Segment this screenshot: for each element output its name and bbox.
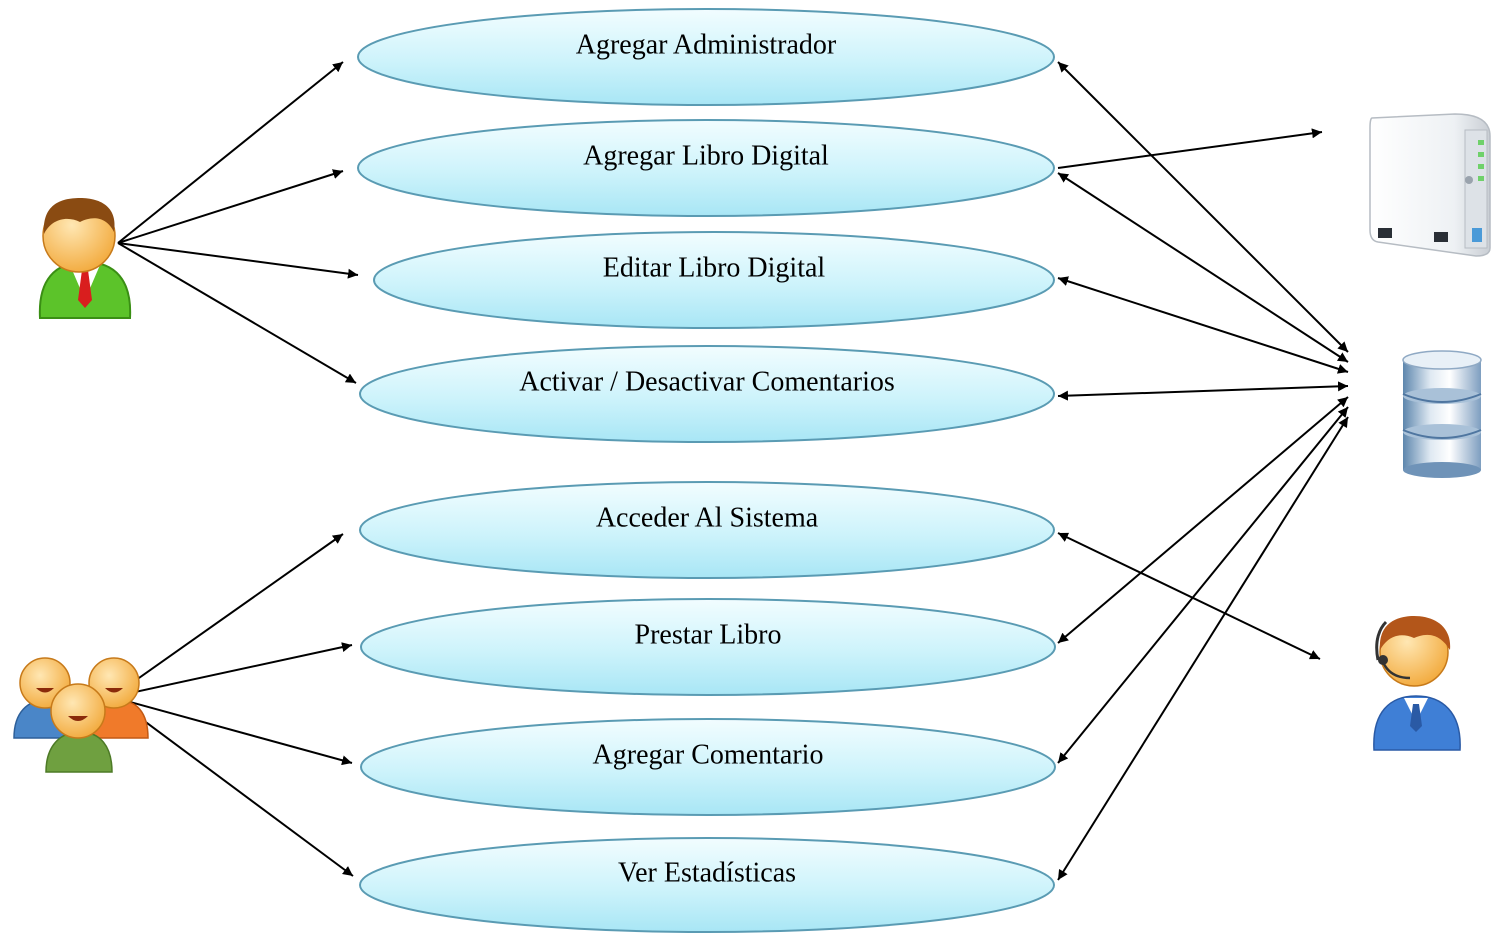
arrow-admin-activar-comentarios bbox=[117, 242, 357, 384]
arrow-db-agregar-libro bbox=[1057, 172, 1349, 363]
arrow-db-agregar-administrador bbox=[1057, 61, 1349, 353]
use-case-label: Prestar Libro bbox=[635, 619, 782, 650]
user-group-icon bbox=[13, 657, 149, 773]
arrow-db-editar-libro bbox=[1057, 276, 1349, 374]
use-case-label: Editar Libro Digital bbox=[603, 252, 826, 283]
admin-user-icon bbox=[38, 198, 132, 319]
use-case-ver-estadisticas[interactable]: Ver Estadísticas bbox=[359, 837, 1055, 933]
use-case-label: Agregar Comentario bbox=[593, 739, 824, 770]
arrow-users-comentario bbox=[111, 696, 353, 766]
use-case-agregar-libro-digital[interactable]: Agregar Libro Digital bbox=[357, 119, 1055, 217]
use-case-editar-libro-digital[interactable]: Editar Libro Digital bbox=[373, 231, 1055, 329]
server-icon bbox=[1369, 113, 1491, 257]
arrow-server-agregar-libro bbox=[1057, 128, 1323, 169]
arrow-db-activar-comentarios bbox=[1057, 381, 1349, 401]
arrow-users-estadisticas bbox=[111, 696, 354, 877]
use-case-label: Ver Estadísticas bbox=[618, 857, 796, 888]
arrow-admin-editar-libro bbox=[117, 242, 359, 279]
arrow-db-estadisticas bbox=[1057, 416, 1349, 881]
use-case-activar-desactivar-comentarios[interactable]: Activar / Desactivar Comentarios bbox=[359, 345, 1055, 443]
arrow-users-prestar bbox=[111, 642, 353, 698]
use-case-label: Agregar Administrador bbox=[576, 29, 837, 60]
arrow-users-acceder bbox=[111, 533, 344, 698]
database-icon bbox=[1402, 350, 1482, 478]
use-case-acceder-al-sistema[interactable]: Acceder Al Sistema bbox=[359, 481, 1055, 579]
arrow-admin-agregar-administrador bbox=[117, 61, 344, 244]
use-case-label: Agregar Libro Digital bbox=[583, 140, 829, 171]
association-arrows bbox=[111, 61, 1349, 881]
arrow-db-prestar bbox=[1057, 396, 1349, 644]
support-agent-icon bbox=[1373, 616, 1461, 751]
use-case-agregar-comentario[interactable]: Agregar Comentario bbox=[360, 718, 1056, 816]
arrow-admin-agregar-libro bbox=[117, 169, 344, 244]
arrow-db-comentario bbox=[1057, 406, 1349, 764]
use-case-agregar-administrador[interactable]: Agregar Administrador bbox=[357, 8, 1055, 106]
arrow-agent-acceder bbox=[1057, 532, 1321, 660]
use-case-label: Activar / Desactivar Comentarios bbox=[519, 366, 895, 397]
use-case-label: Acceder Al Sistema bbox=[596, 502, 819, 533]
use-case-prestar-libro[interactable]: Prestar Libro bbox=[360, 598, 1056, 696]
